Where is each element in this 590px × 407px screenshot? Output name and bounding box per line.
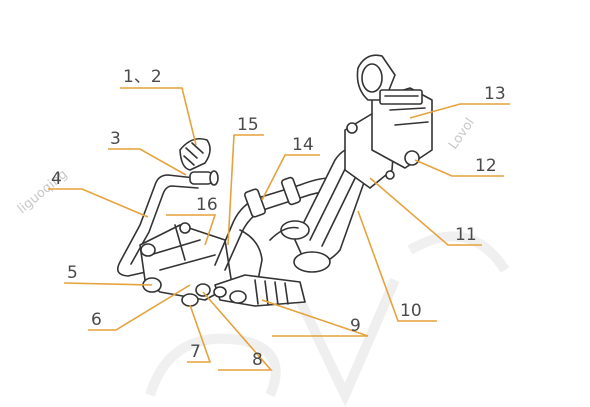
- clamp-bracket-1-2-3: [179, 137, 219, 186]
- label-9: 9: [350, 316, 361, 336]
- label-13: 13: [484, 84, 506, 104]
- bellows-8-9: [213, 274, 306, 307]
- label-14: 14: [292, 135, 314, 155]
- label-10: 10: [400, 301, 422, 321]
- leader-lines: [48, 87, 510, 371]
- watermark-right: Lovol: [446, 116, 478, 153]
- label-11: 11: [455, 225, 477, 245]
- label-16: 16: [196, 195, 218, 215]
- label-8: 8: [252, 350, 263, 370]
- background-watermark: [145, 231, 510, 407]
- label-3: 3: [110, 129, 121, 149]
- label-5: 5: [67, 263, 78, 283]
- label-12: 12: [475, 156, 497, 176]
- labels: 1、2 3 4 5 6 7 8 9 10 11 12 13 14 15 16: [51, 67, 506, 370]
- label-6: 6: [91, 310, 102, 330]
- pipe-4: [117, 174, 199, 277]
- label-1-2: 1、2: [123, 67, 162, 87]
- label-4: 4: [51, 169, 62, 189]
- label-7: 7: [190, 342, 201, 362]
- label-15: 15: [237, 115, 259, 135]
- valve-assembly-11-12-13: [344, 54, 433, 189]
- watermark-left: liguoqing: [15, 167, 71, 217]
